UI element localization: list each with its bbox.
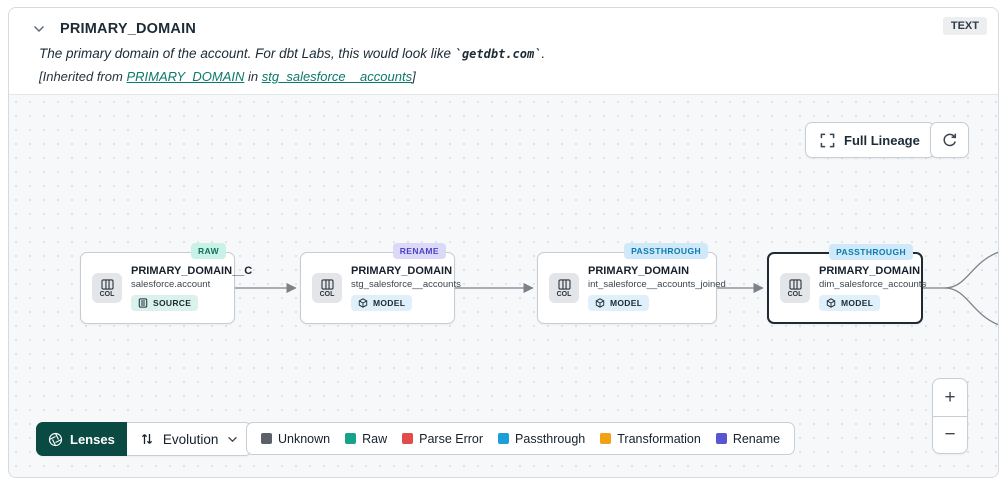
column-icon	[788, 278, 802, 290]
resource-type-badge: MODEL	[819, 295, 881, 311]
refresh-icon	[942, 132, 958, 148]
refresh-button[interactable]	[930, 122, 969, 158]
lineage-node-staging[interactable]: RENAME COL PRIMARY_DOMAIN stg_salesforce…	[300, 243, 461, 324]
resource-type-label: SOURCE	[153, 298, 192, 308]
legend-item: Unknown	[261, 432, 330, 446]
lens-aperture-icon	[48, 432, 63, 447]
source-icon	[138, 298, 148, 308]
node-subtitle: salesforce.account	[131, 279, 211, 290]
full-lineage-label: Full Lineage	[844, 132, 920, 148]
lineage-node-intermediate[interactable]: PASSTHROUGH COL PRIMARY_DOMAIN int_sales…	[537, 243, 726, 324]
description-text: The primary domain of the account. For d…	[39, 46, 455, 61]
column-chip: COL	[549, 273, 579, 303]
legend-item: Passthrough	[498, 432, 585, 446]
lineage-panel: PRIMARY_DOMAIN TEXT The primary domain o…	[8, 7, 999, 478]
status-legend: Unknown Raw Parse Error Passthrough Tran…	[246, 422, 796, 455]
legend-label: Unknown	[278, 431, 331, 446]
lineage-node-source[interactable]: RAW COL PRIMARY_DOMAIN__C salesforce.acc…	[80, 243, 252, 324]
inherited-suffix: ]	[412, 69, 416, 84]
collapse-button[interactable]	[31, 23, 47, 35]
column-chip: COL	[312, 273, 342, 303]
legend-label: Parse Error	[419, 431, 484, 446]
legend-swatch	[345, 433, 357, 444]
node-title: PRIMARY_DOMAIN__C	[131, 265, 253, 277]
node-subtitle: dim_salesforce_accounts	[819, 279, 927, 290]
resource-type-badge: MODEL	[351, 295, 413, 311]
full-lineage-button[interactable]: Full Lineage	[805, 122, 935, 158]
column-chip: COL	[92, 273, 122, 303]
legend-swatch	[261, 433, 272, 444]
resource-type-label: MODEL	[841, 298, 874, 308]
status-badge: RENAME	[392, 243, 446, 259]
data-type-badge: TEXT	[942, 17, 987, 35]
legend-item: Raw	[345, 432, 387, 446]
fullscreen-brackets-icon	[820, 133, 835, 148]
zoom-out-button[interactable]: −	[933, 416, 967, 453]
legend-label: Rename	[732, 431, 781, 446]
column-icon	[320, 278, 334, 290]
chevron-down-icon	[227, 436, 238, 443]
lenses-label: Lenses	[70, 431, 115, 447]
legend-label: Passthrough	[515, 431, 586, 446]
model-cube-icon	[595, 298, 605, 308]
node-title: PRIMARY_DOMAIN	[819, 265, 921, 277]
lineage-canvas[interactable]: Full Lineage RAW COL PRI	[9, 94, 998, 477]
status-badge: PASSTHROUGH	[624, 243, 708, 259]
resource-type-badge: MODEL	[588, 295, 650, 311]
resource-type-badge: SOURCE	[131, 295, 199, 311]
legend-label: Raw	[362, 431, 388, 446]
column-description: The primary domain of the account. For d…	[31, 46, 984, 61]
lenses-control: Lenses Evolution	[36, 422, 253, 456]
column-icon	[100, 278, 114, 290]
column-chip: COL	[780, 273, 810, 303]
legend-item: Transformation	[600, 432, 701, 446]
col-chip-label: COL	[556, 290, 572, 298]
lens-selected-value: Evolution	[162, 431, 219, 447]
legend-label: Transformation	[617, 431, 701, 446]
col-chip-label: COL	[787, 290, 803, 298]
node-subtitle: stg_salesforce__accounts	[351, 279, 461, 290]
status-badge: RAW	[190, 243, 226, 259]
inherited-note: [Inherited from PRIMARY_DOMAIN in stg_sa…	[31, 69, 984, 84]
model-cube-icon	[826, 298, 836, 308]
resource-type-label: MODEL	[610, 298, 643, 308]
legend-item: Rename	[715, 431, 781, 446]
col-chip-label: COL	[99, 290, 115, 298]
status-badge: PASSTHROUGH	[829, 244, 913, 260]
column-header: PRIMARY_DOMAIN TEXT The primary domain o…	[9, 8, 998, 94]
lineage-node-dim-selected[interactable]: PASSTHROUGH COL PRIMARY_DOMAIN dim_sales…	[767, 244, 927, 324]
legend-swatch	[715, 433, 727, 444]
description-code: `getdbt.com`	[454, 47, 542, 61]
legend-swatch	[600, 433, 612, 444]
inherited-middle: in	[244, 69, 262, 84]
inherited-model-link[interactable]: stg_salesforce__accounts	[261, 69, 413, 84]
column-title: PRIMARY_DOMAIN	[60, 21, 196, 37]
lens-dropdown[interactable]: Evolution	[126, 422, 253, 456]
swap-vertical-icon	[140, 432, 154, 446]
inherited-column-link[interactable]: PRIMARY_DOMAIN	[126, 69, 245, 84]
description-suffix: .	[541, 46, 546, 61]
node-title: PRIMARY_DOMAIN	[588, 265, 690, 277]
col-chip-label: COL	[319, 290, 335, 298]
chevron-down-icon	[33, 25, 45, 33]
zoom-controls: + −	[932, 378, 968, 454]
legend-swatch	[402, 433, 414, 444]
zoom-in-button[interactable]: +	[944, 386, 956, 408]
legend-swatch	[498, 433, 510, 444]
model-cube-icon	[358, 298, 368, 308]
node-title: PRIMARY_DOMAIN	[351, 265, 453, 277]
node-subtitle: int_salesforce__accounts_joined	[588, 279, 726, 290]
lenses-button[interactable]: Lenses	[36, 422, 127, 456]
column-icon	[557, 278, 571, 290]
inherited-prefix: [Inherited from	[39, 69, 127, 84]
legend-item: Parse Error	[402, 432, 483, 446]
resource-type-label: MODEL	[373, 298, 406, 308]
